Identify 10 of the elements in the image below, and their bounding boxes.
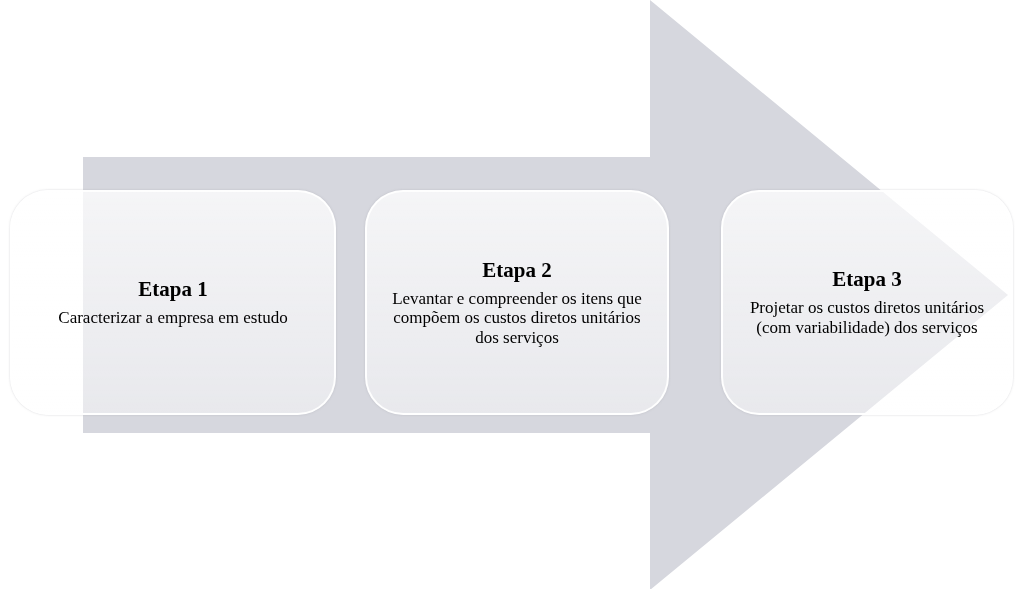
- step-heading: Etapa 2: [482, 257, 552, 283]
- step-heading: Etapa 1: [138, 277, 208, 303]
- step-heading: Etapa 3: [832, 267, 902, 293]
- block-arrow: [83, 0, 1008, 589]
- step-box: [10, 190, 336, 415]
- step-box: [365, 190, 669, 415]
- step-description: Projetar os custos diretos unitários (com variabilidade) dos serviços: [748, 298, 986, 338]
- step-box: [721, 190, 1013, 415]
- step-description: Levantar e compreender os itens que compõem os custos diretos unitários dos serviços: [391, 288, 643, 348]
- step-description: Caracterizar a empresa em estudo: [58, 308, 288, 328]
